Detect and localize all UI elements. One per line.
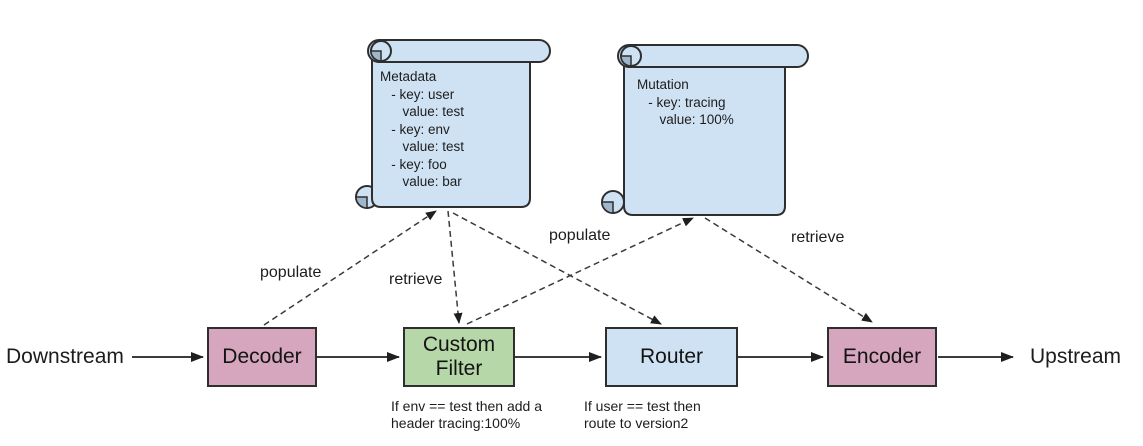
decoder-node: Decoder bbox=[207, 327, 317, 387]
mutation-scroll-roll bbox=[617, 44, 809, 68]
edge-label-populate-right: populate bbox=[549, 227, 611, 244]
mutation-scroll-body bbox=[623, 54, 786, 216]
custom-filter-note-line2: header tracing:100% bbox=[391, 415, 521, 431]
mutation-scroll-text: Mutation - key: tracing value: 100% bbox=[637, 76, 734, 129]
scroll-line: - key: env bbox=[380, 121, 450, 137]
scroll-line: Metadata bbox=[380, 69, 437, 84]
custom-filter-label: Custom Filter bbox=[422, 332, 496, 380]
metadata-scroll-body bbox=[371, 49, 531, 208]
metadata-scroll-text: Metadata - key: user value: test - key: … bbox=[380, 68, 464, 191]
router-node: Router bbox=[605, 327, 738, 387]
edge-label-retrieve-left: retrieve bbox=[389, 271, 443, 288]
scroll-line: - key: tracing bbox=[637, 94, 726, 110]
metadata-scroll-shape bbox=[355, 39, 551, 209]
scroll-line: value: test bbox=[380, 139, 465, 154]
edge-custom-filter-to-mutation bbox=[466, 217, 694, 325]
mutation-scroll-shape bbox=[601, 44, 809, 216]
mutation-scroll-top-curl-shadow bbox=[620, 55, 632, 67]
metadata-scroll-top-curl-line bbox=[370, 40, 382, 52]
mutation-scroll-top-curl-line bbox=[620, 45, 632, 57]
scroll-line: - key: foo bbox=[380, 156, 447, 172]
upstream-label: Upstream bbox=[1030, 345, 1122, 368]
mutation-scroll-bottom-curl-shadow bbox=[601, 201, 614, 214]
encoder-label: Encoder bbox=[842, 344, 922, 368]
edge-label-populate-left: populate bbox=[260, 264, 322, 281]
scroll-line: value: test bbox=[380, 104, 465, 119]
scroll-line: - key: user bbox=[380, 86, 455, 102]
router-note: If user == test then route to version2 bbox=[584, 398, 701, 432]
router-note-line1: If user == test then bbox=[584, 398, 701, 414]
scroll-line: value: 100% bbox=[637, 112, 734, 127]
dashed-edges bbox=[263, 210, 873, 326]
custom-filter-node: Custom Filter bbox=[403, 327, 515, 387]
encoder-node: Encoder bbox=[827, 327, 937, 387]
downstream-label: Downstream bbox=[6, 345, 124, 368]
router-label: Router bbox=[639, 344, 704, 368]
custom-filter-note: If env == test then add a header tracing… bbox=[391, 398, 542, 432]
metadata-scroll-roll bbox=[367, 39, 551, 63]
edge-decoder-to-metadata bbox=[263, 210, 437, 326]
metadata-scroll-top-curl-shadow bbox=[370, 50, 382, 62]
scroll-line: value: bar bbox=[380, 174, 462, 189]
edge-mutation-to-encoder bbox=[704, 217, 873, 323]
decoder-label: Decoder bbox=[222, 344, 302, 368]
edge-label-retrieve-right: retrieve bbox=[791, 229, 845, 246]
metadata-scroll-bottom-curl-shadow bbox=[355, 196, 368, 209]
edge-metadata-to-custom-filter bbox=[447, 210, 463, 324]
custom-filter-note-line1: If env == test then add a bbox=[391, 398, 542, 414]
router-note-line2: route to version2 bbox=[584, 415, 689, 431]
scroll-line: Mutation bbox=[637, 77, 689, 92]
